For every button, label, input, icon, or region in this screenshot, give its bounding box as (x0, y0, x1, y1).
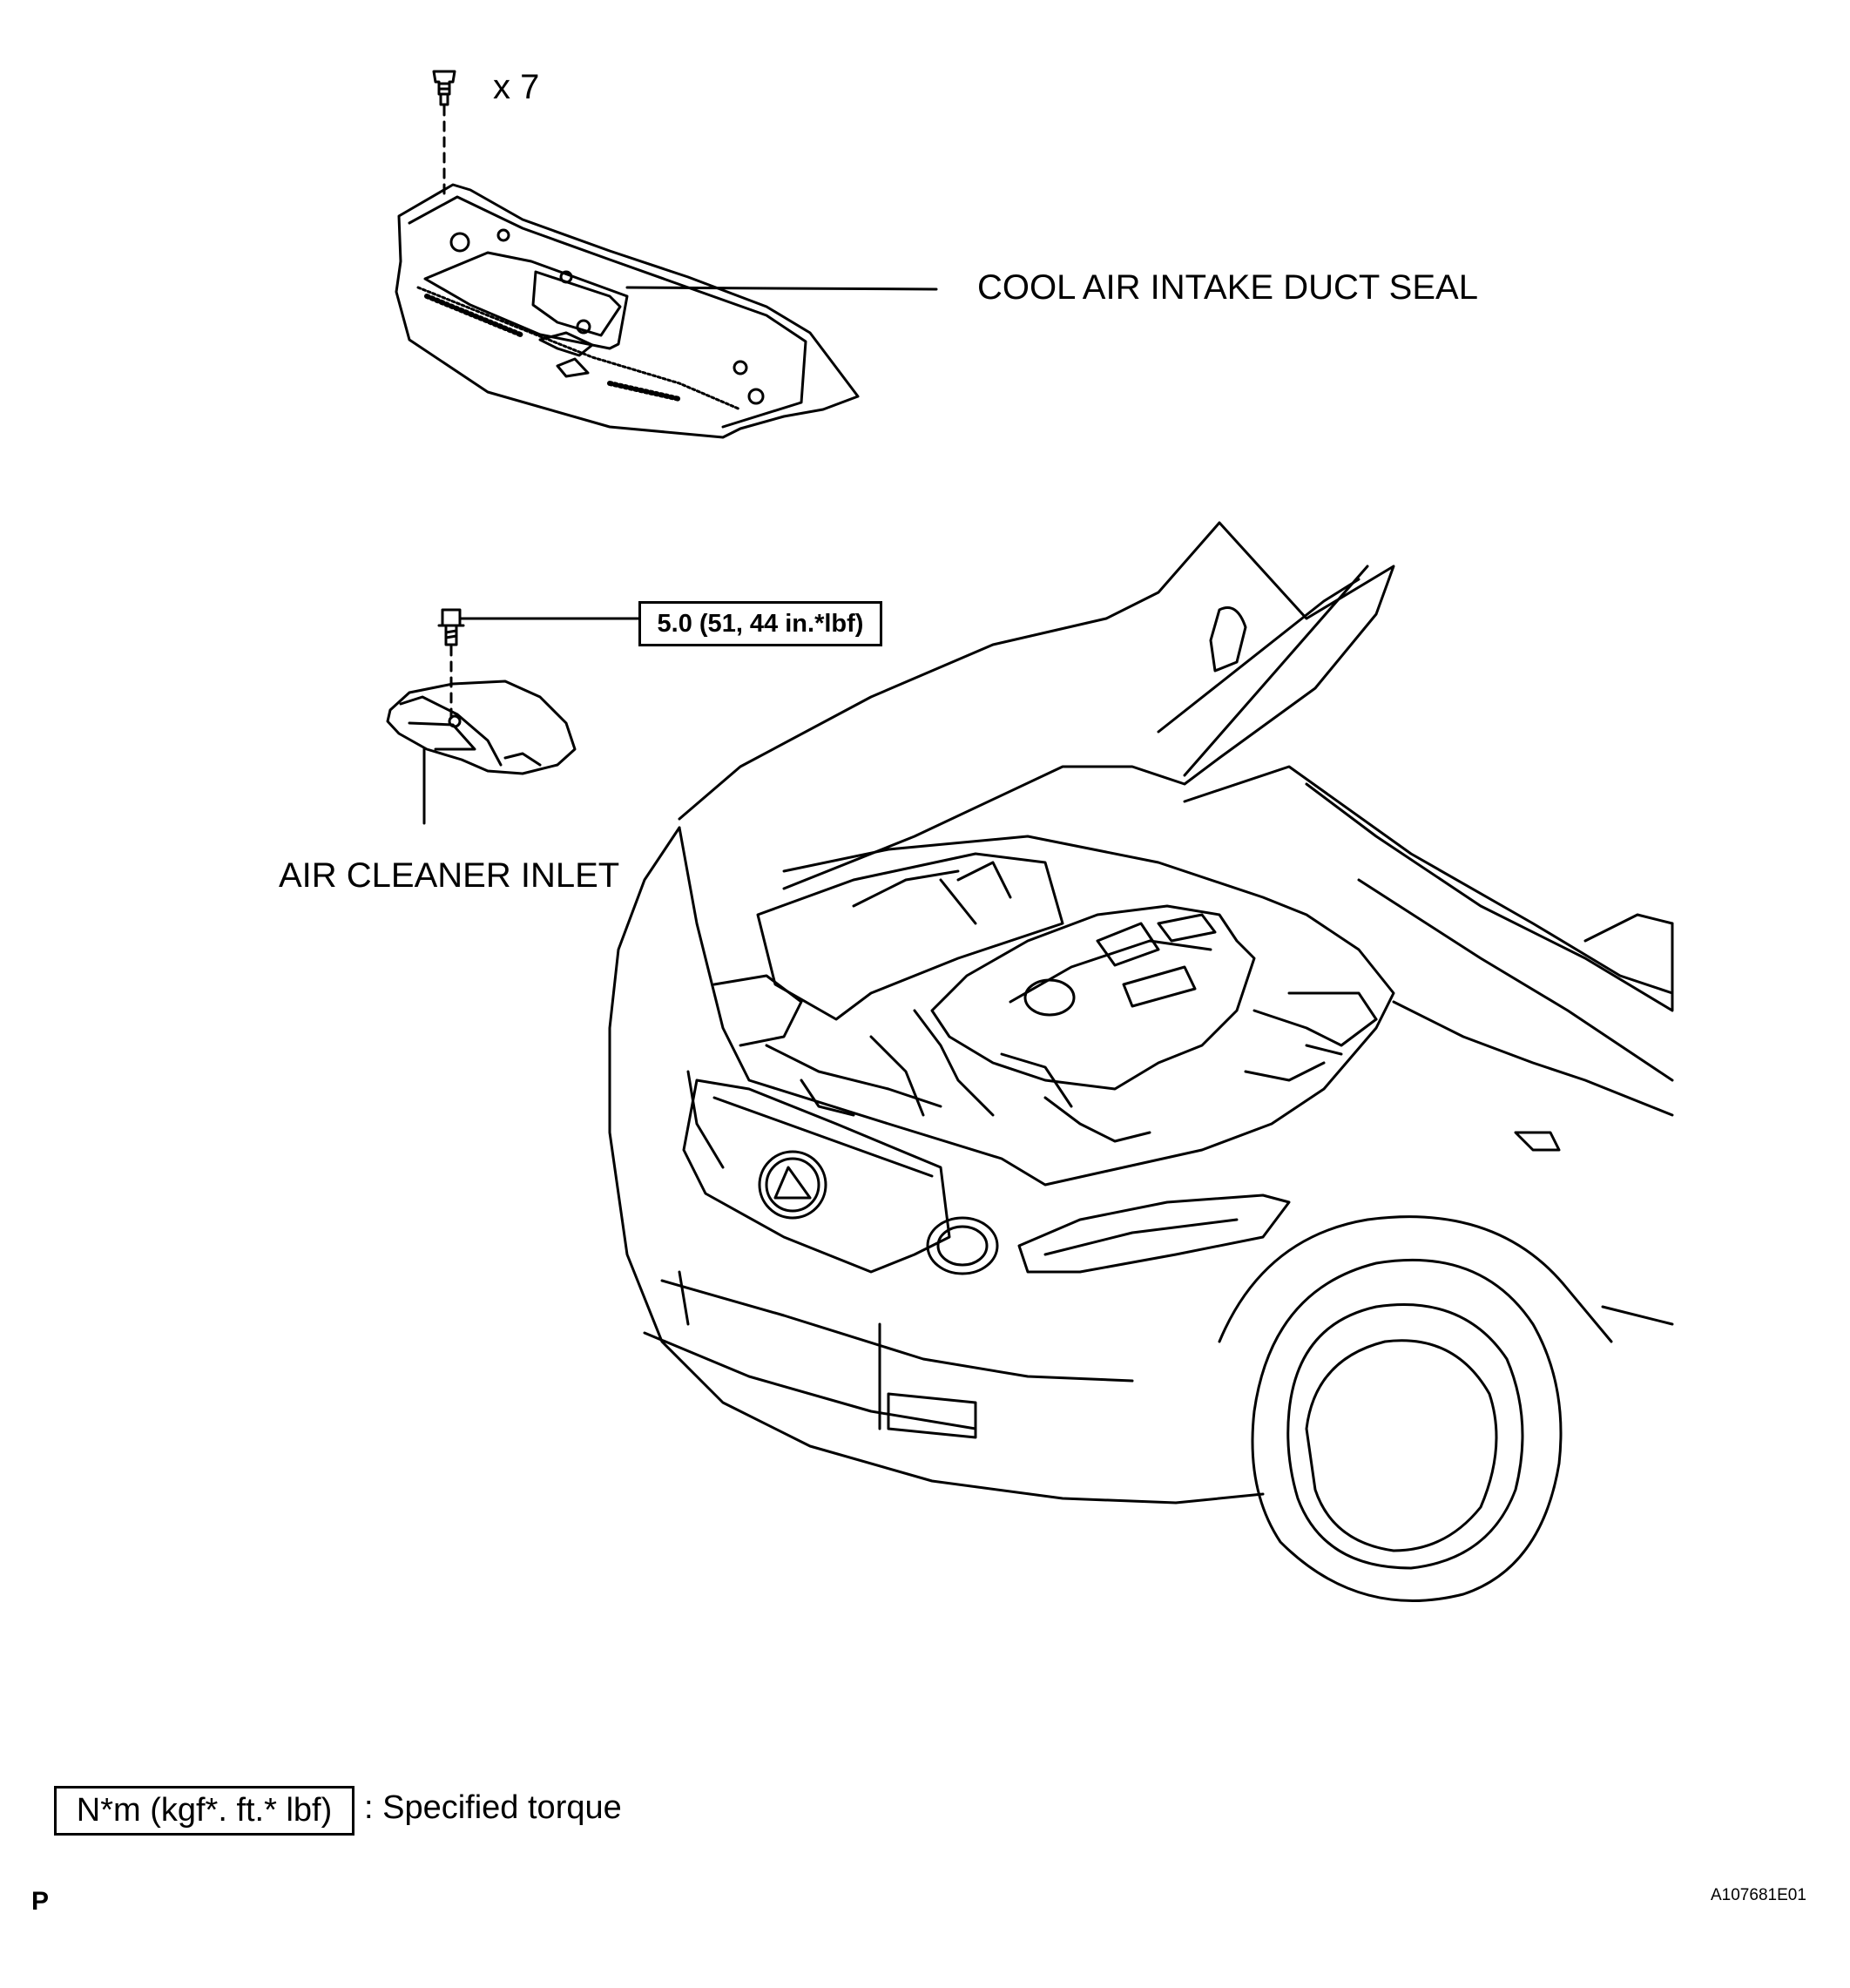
cool-air-intake-duct-seal-label: COOL AIR INTAKE DUCT SEAL (977, 268, 1478, 307)
cool-air-intake-duct-seal-icon (395, 183, 860, 439)
fastener-quantity-label: x 7 (493, 68, 540, 106)
legend-unit-text: N*m (kgf*. ft.* lbf) (76, 1792, 333, 1829)
air-cleaner-inlet-icon (386, 680, 577, 775)
figure-id: A107681E01 (1711, 1886, 1806, 1904)
air-cleaner-inlet-label: AIR CLEANER INLET (279, 856, 620, 895)
torque-spec-value: 5.0 (51, 44 in.*lbf) (657, 609, 864, 638)
torque-spec-box: 5.0 (51, 44 in.*lbf) (638, 601, 882, 646)
legend-description: : Specified torque (364, 1789, 622, 1826)
legend-unit-box: N*m (kgf*. ft.* lbf) (54, 1786, 354, 1836)
vehicle-illustration (608, 521, 1674, 1602)
clip-icon (432, 70, 456, 106)
bolt-icon (437, 608, 465, 646)
corner-mark: P (31, 1887, 50, 1916)
